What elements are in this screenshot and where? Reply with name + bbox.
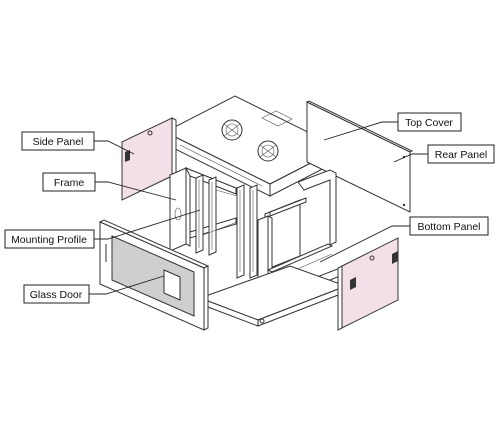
svg-text:Top Cover: Top Cover	[405, 117, 453, 129]
label-rear-panel: Rear Panel	[393, 144, 495, 164]
rear-panel	[305, 100, 414, 213]
mounting-profiles	[195, 174, 258, 279]
svg-text:Side Panel: Side Panel	[33, 136, 84, 148]
label-side-panel: Side Panel	[21, 131, 135, 155]
side-panel-right	[337, 237, 399, 331]
glass-door	[98, 219, 210, 331]
label-top-cover: Top Cover	[323, 112, 462, 141]
svg-text:Rear Panel: Rear Panel	[435, 149, 488, 161]
svg-text:Bottom Panel: Bottom Panel	[417, 221, 480, 233]
label-frame: Frame	[42, 172, 177, 201]
svg-text:Frame: Frame	[54, 177, 84, 189]
label-glass-door: Glass Door	[23, 275, 165, 304]
label-bottom-panel: Bottom Panel	[319, 216, 489, 263]
bottom-panel	[198, 265, 348, 327]
svg-text:Mounting Profile: Mounting Profile	[11, 234, 87, 246]
svg-text:Glass Door: Glass Door	[30, 289, 83, 301]
label-mounting-profile: Mounting Profile	[4, 209, 201, 249]
